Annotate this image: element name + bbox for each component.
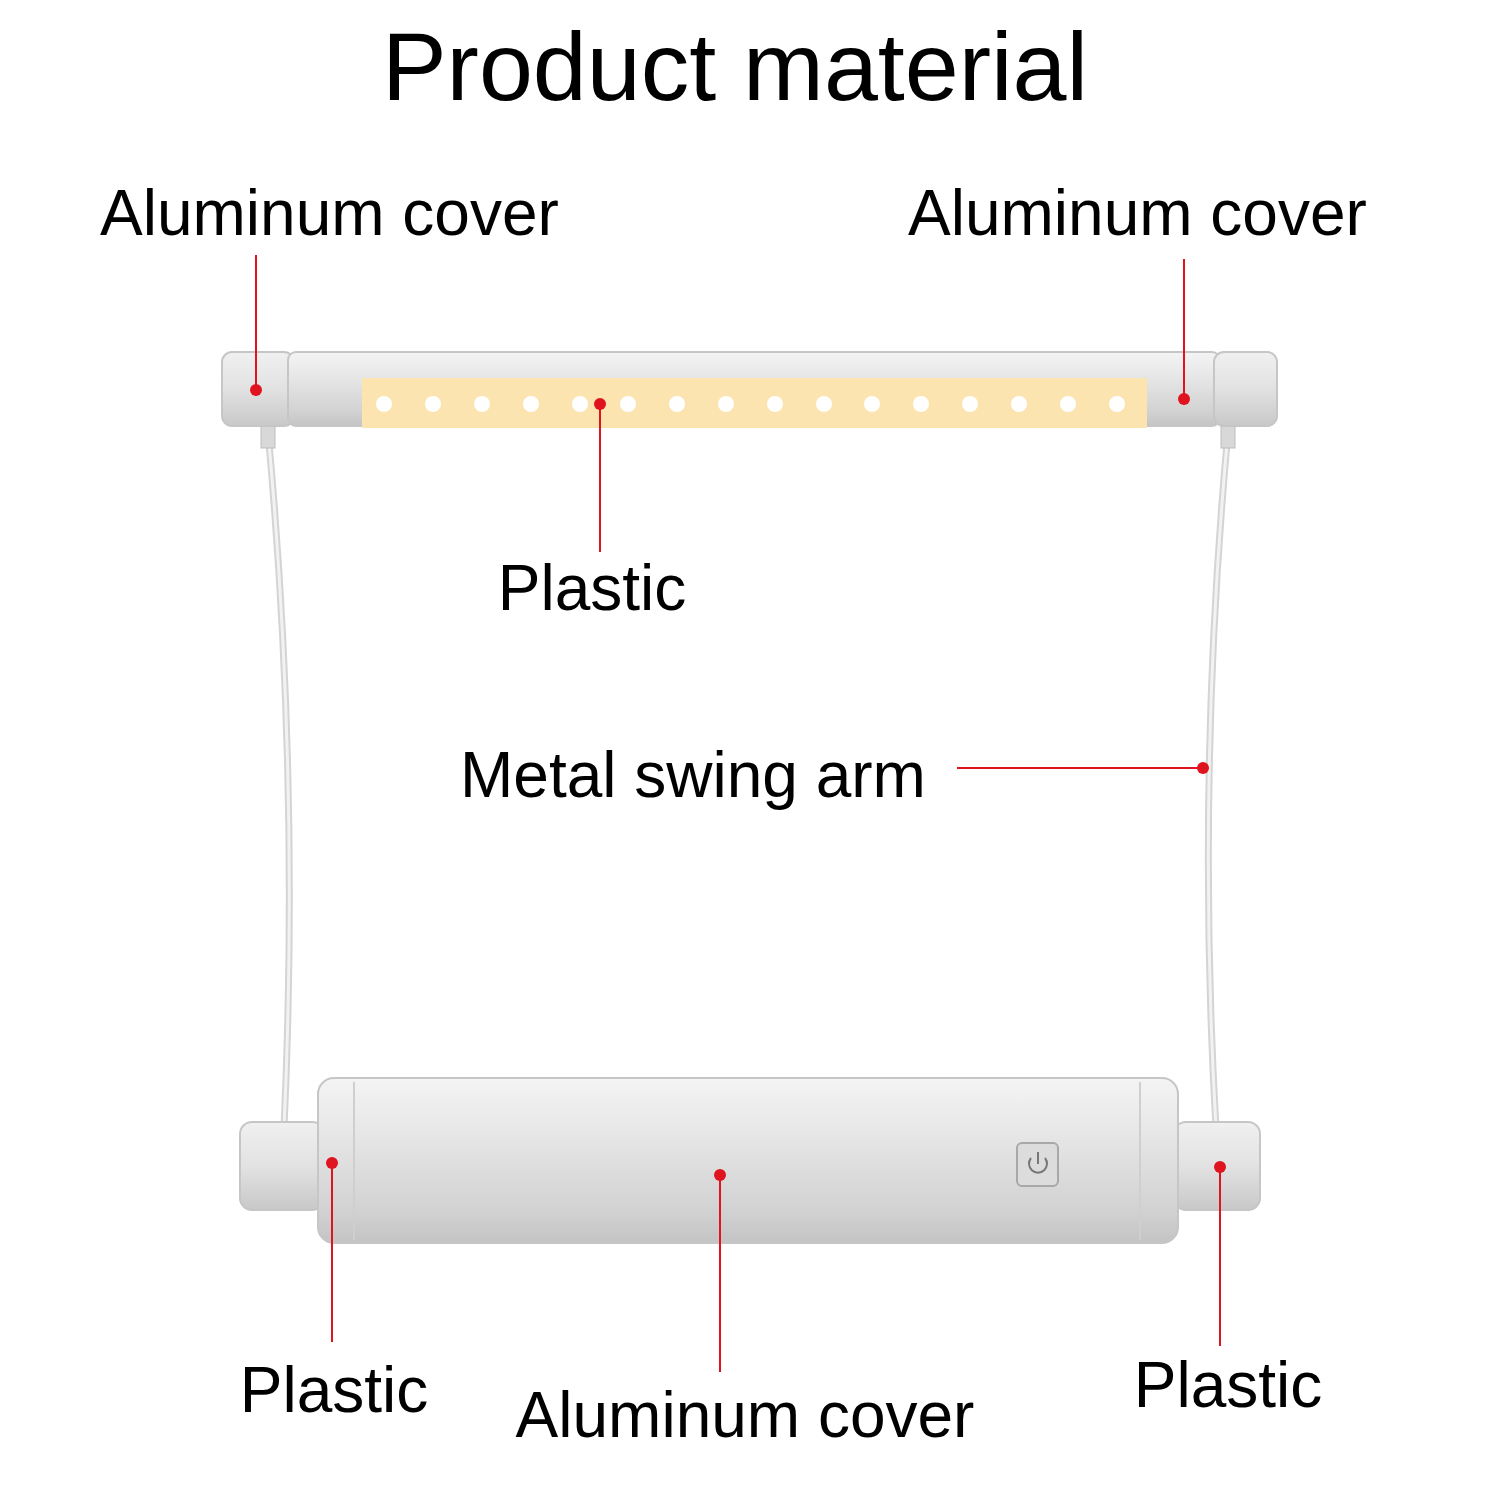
- part-label: Aluminum cover: [100, 181, 559, 245]
- part-label: Aluminum cover: [516, 1383, 975, 1447]
- end-cap: [1214, 352, 1277, 426]
- leader-lines: [256, 255, 1220, 1372]
- end-cap: [240, 1122, 324, 1210]
- body-seam: [1139, 1082, 1141, 1240]
- end-cap: [1174, 1122, 1260, 1210]
- arm-joint: [261, 424, 275, 448]
- arm-joint: [1221, 424, 1235, 448]
- body-seam: [353, 1082, 355, 1240]
- part-label: Plastic: [498, 556, 687, 620]
- end-cap: [222, 352, 294, 426]
- led-strip: [362, 378, 1147, 428]
- part-label: Plastic: [1134, 1353, 1323, 1417]
- battery-body: [318, 1078, 1178, 1243]
- swing-arm: [268, 432, 289, 1128]
- leader-dots: [250, 384, 1226, 1181]
- swing-arm: [1208, 432, 1228, 1128]
- swing-arm-highlight: [1208, 432, 1228, 1128]
- swing-arm-highlight: [268, 432, 289, 1128]
- led-dots: [376, 396, 1125, 412]
- power-button: [1017, 1143, 1058, 1186]
- page-title: Product material: [382, 18, 1088, 115]
- part-label: Aluminum cover: [908, 181, 1367, 245]
- part-label: Plastic: [240, 1358, 429, 1422]
- part-label: Metal swing arm: [460, 743, 926, 807]
- power-icon: [1037, 1152, 1039, 1164]
